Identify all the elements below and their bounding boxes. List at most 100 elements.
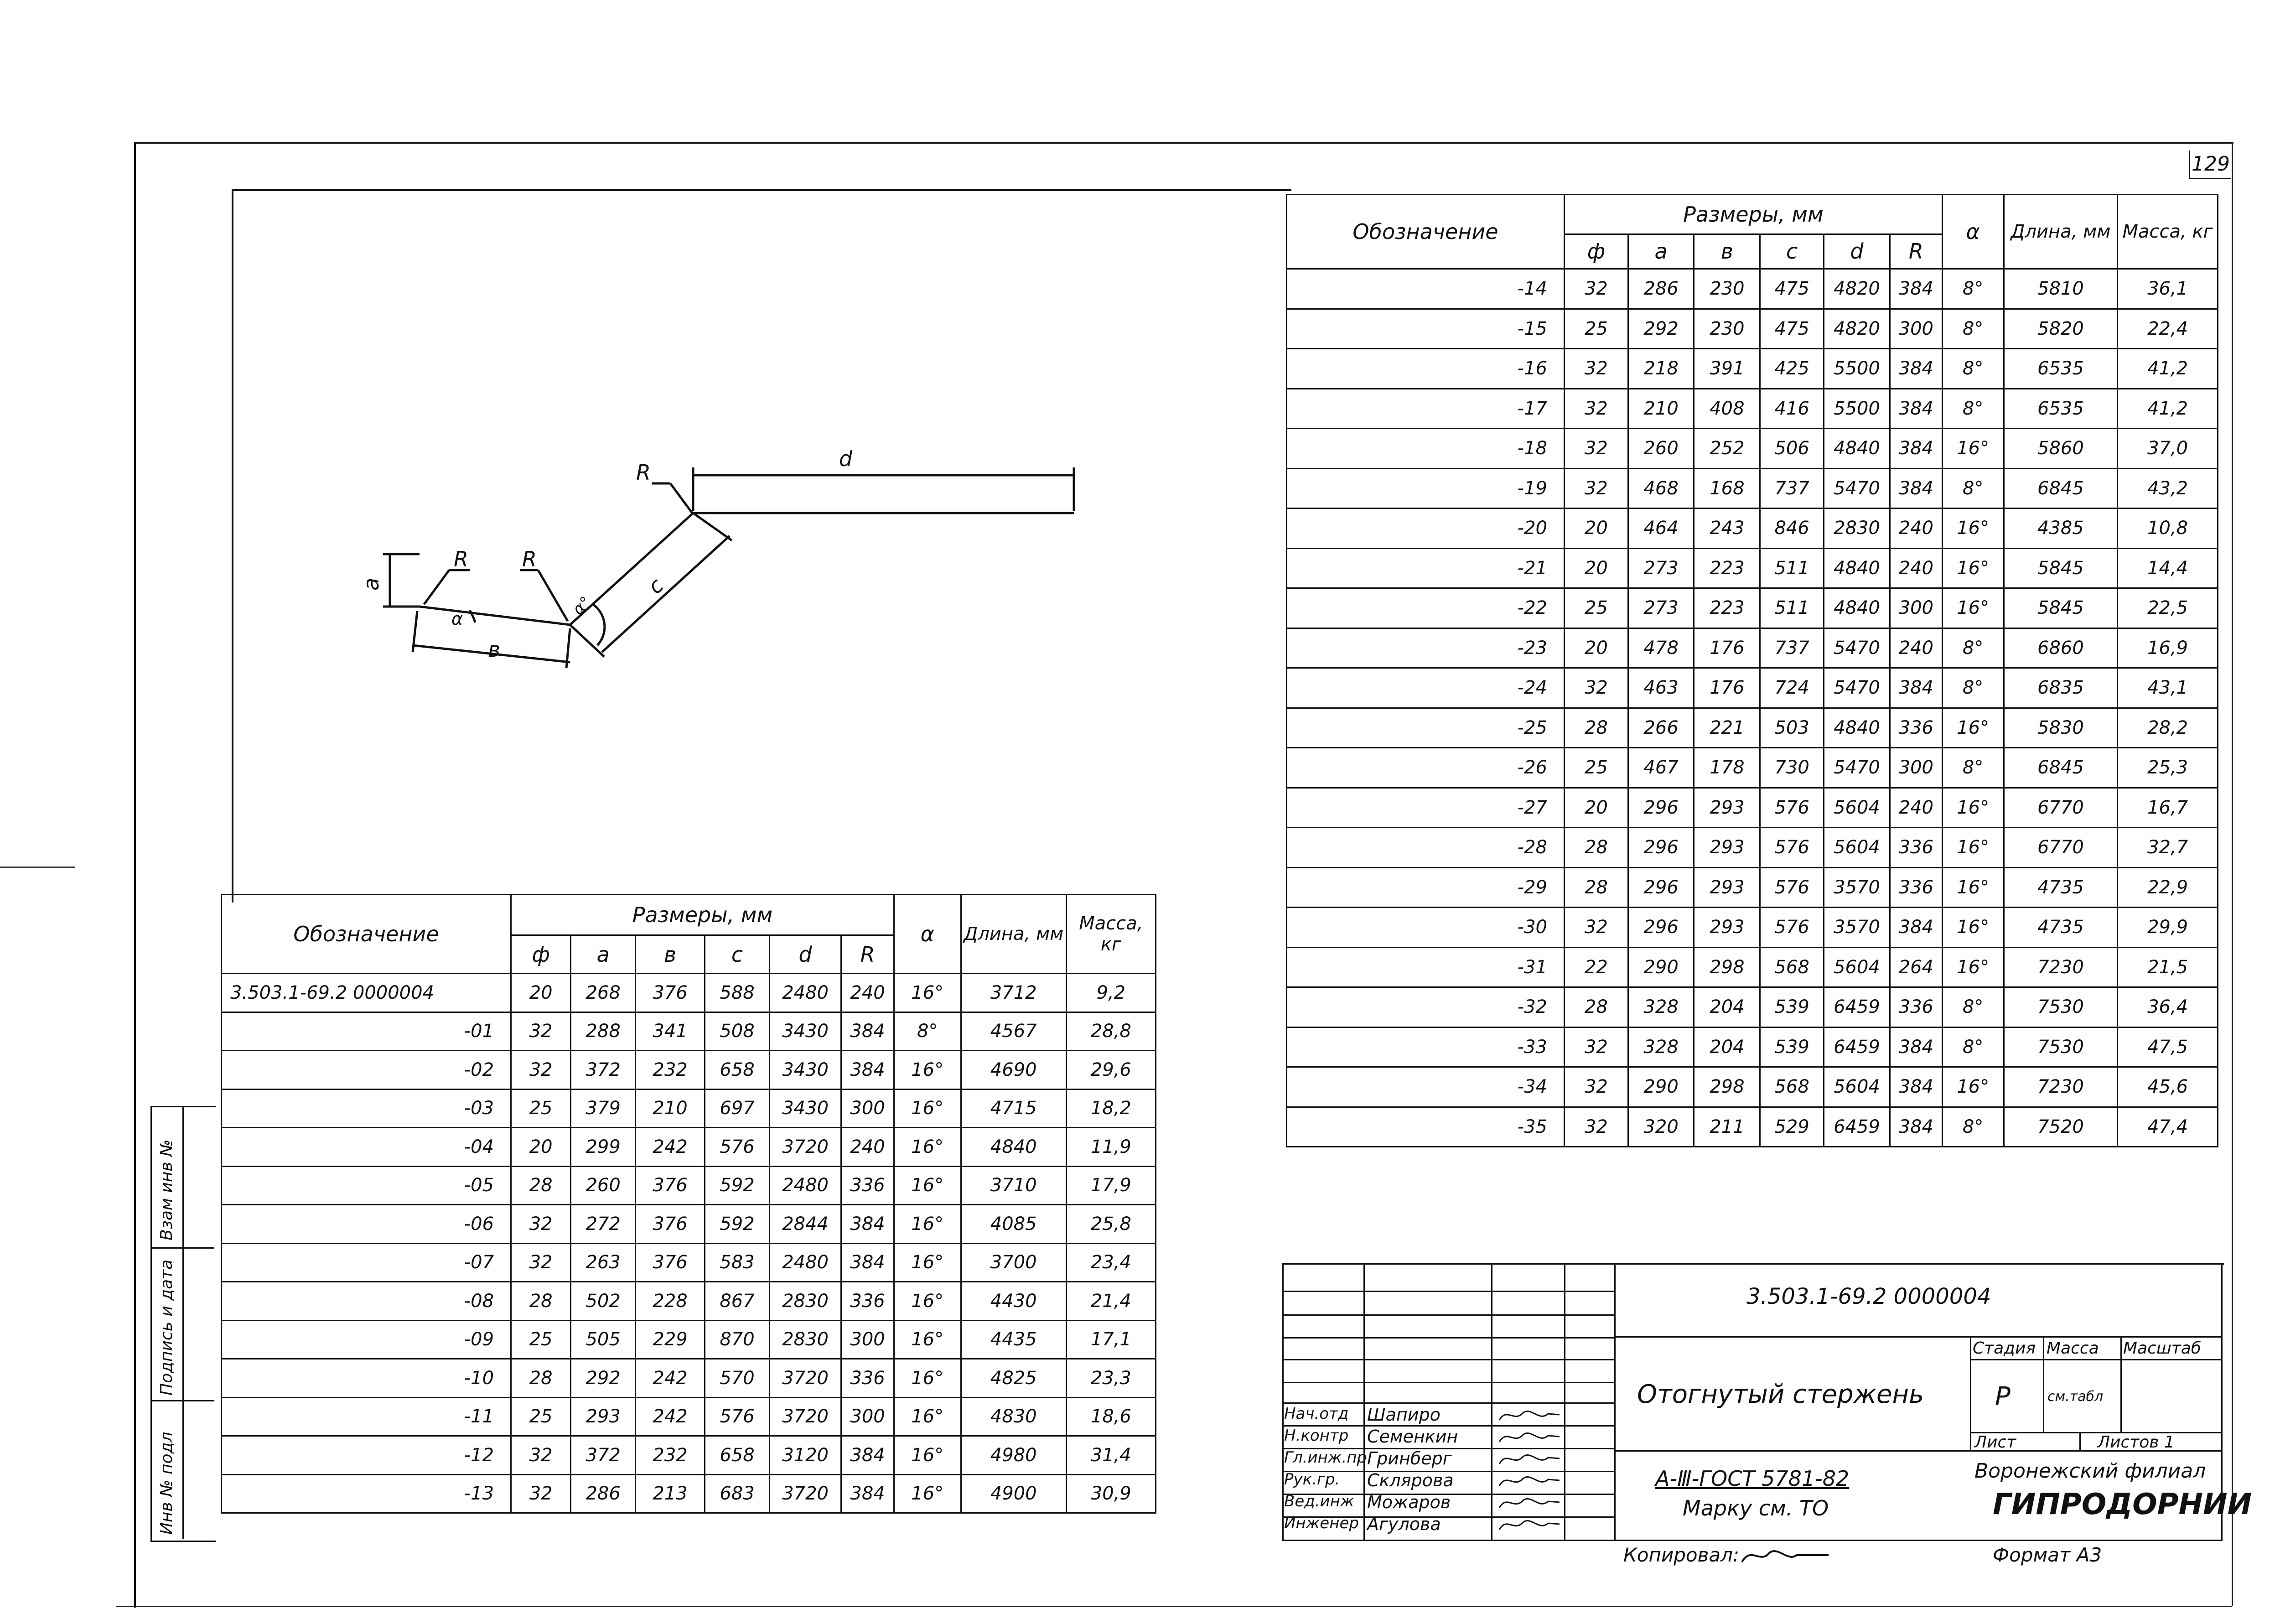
value-cell: 293 — [570, 1396, 636, 1437]
value-cell: 5604 — [1823, 827, 1891, 868]
signature-mark — [1498, 1432, 1560, 1442]
value-cell: 273 — [1627, 587, 1695, 629]
value-cell: 240 — [1889, 627, 1943, 669]
designation-cell: -01 — [220, 1011, 512, 1051]
value-cell: 28,8 — [1065, 1011, 1157, 1051]
value-cell: 22,4 — [2117, 308, 2218, 349]
value-cell: 8° — [1941, 348, 2005, 389]
value-cell: 210 — [634, 1088, 706, 1128]
value-cell: 2480 — [768, 1165, 842, 1205]
stamp-col-4 — [1614, 1263, 1616, 1540]
value-cell: 25 — [1564, 587, 1629, 629]
value-cell: 478 — [1627, 627, 1695, 669]
designation-cell: -07 — [220, 1242, 512, 1282]
designation-cell: -03 — [220, 1088, 512, 1128]
value-cell: 242 — [634, 1358, 706, 1398]
value-cell: 290 — [1627, 946, 1695, 988]
col-designation: Обозначение — [220, 894, 512, 974]
copyist-signature — [1741, 1550, 1829, 1563]
value-cell: 3430 — [768, 1050, 842, 1090]
value-cell: 2480 — [768, 973, 842, 1013]
value-cell: 36,4 — [2117, 986, 2218, 1028]
value-cell: 336 — [1889, 986, 1943, 1028]
value-cell: 539 — [1759, 1026, 1825, 1068]
value-cell: 47,4 — [2117, 1106, 2218, 1147]
value-cell: 20 — [1564, 508, 1629, 549]
label-r3: R — [636, 460, 651, 485]
value-cell: 20 — [1564, 547, 1629, 589]
value-cell: 576 — [1759, 827, 1825, 868]
value-cell: 298 — [1693, 1066, 1761, 1108]
value-cell: 464 — [1627, 508, 1695, 549]
value-cell: 28 — [1564, 986, 1629, 1028]
value-cell: 7520 — [2003, 1106, 2119, 1147]
value-cell: 5845 — [2003, 587, 2119, 629]
value-cell: 30,9 — [1065, 1474, 1157, 1514]
value-cell: 6770 — [2003, 787, 2119, 828]
value-cell: 8° — [1941, 308, 2005, 349]
value-cell: 176 — [1693, 627, 1761, 669]
value-cell: 8° — [1941, 747, 2005, 789]
value-cell: 28 — [1564, 866, 1629, 908]
value-cell: 230 — [1693, 268, 1761, 310]
value-cell: 384 — [840, 1050, 895, 1090]
value-cell: 16° — [1941, 508, 2005, 549]
value-cell: 505 — [570, 1319, 636, 1359]
value-cell: 213 — [634, 1474, 706, 1514]
value-cell: 16° — [1941, 866, 2005, 908]
value-cell: 204 — [1693, 1026, 1761, 1068]
stamp-right-row-2 — [1614, 1450, 2223, 1452]
value-cell: 17,9 — [1065, 1165, 1157, 1205]
value-cell: 10,8 — [2117, 508, 2218, 549]
value-cell: 228 — [634, 1281, 706, 1321]
value-cell: 508 — [704, 1011, 770, 1051]
table-subheader-row: ф a в c d R — [1287, 233, 2218, 270]
stamp-row-5 — [1282, 1382, 1614, 1383]
value-cell: 8° — [1941, 467, 2005, 509]
value-cell: 25 — [510, 1319, 572, 1359]
col-mass: Масса, кг — [1065, 894, 1157, 974]
brand-note: Марку см. ТО — [1683, 1496, 1829, 1520]
table-header-row: Обозначение Размеры, мм α Длина, мм Масс… — [1285, 194, 2218, 270]
designation-cell: -35 — [1285, 1106, 1565, 1147]
value-cell: 467 — [1627, 747, 1695, 789]
value-cell: 20 — [1564, 787, 1629, 828]
signature-mark — [1498, 1454, 1560, 1464]
value-cell: 8° — [1941, 627, 2005, 669]
value-cell: 425 — [1759, 348, 1825, 389]
value-cell: 16° — [893, 1474, 962, 1514]
value-cell: 16,9 — [2117, 627, 2218, 669]
value-cell: 168 — [1693, 467, 1761, 509]
value-cell: 22,5 — [2117, 587, 2218, 629]
signature-mark — [1498, 1498, 1560, 1508]
value-cell: 25,8 — [1065, 1204, 1157, 1244]
value-cell: 3570 — [1823, 907, 1891, 948]
col-b: в — [1693, 233, 1761, 270]
mass-label: Масса — [2047, 1339, 2099, 1358]
value-cell: 16° — [893, 1204, 962, 1244]
designation-cell: -32 — [1285, 986, 1565, 1028]
value-cell: 475 — [1759, 308, 1825, 349]
value-cell: 286 — [1627, 268, 1695, 310]
role-label: Инженер — [1284, 1514, 1359, 1532]
value-cell: 3120 — [768, 1435, 842, 1475]
value-cell: 32 — [510, 1011, 572, 1051]
value-cell: 16° — [893, 1281, 962, 1321]
signature-mark — [1498, 1411, 1560, 1421]
designation-cell: -20 — [1285, 508, 1565, 549]
value-cell: 4820 — [1823, 308, 1891, 349]
value-cell: 576 — [704, 1396, 770, 1437]
title-block-title: Отогнутый стержень — [1637, 1380, 1924, 1409]
value-cell: 5470 — [1823, 627, 1891, 669]
value-cell: 223 — [1693, 587, 1761, 629]
value-cell: 4840 — [1823, 547, 1891, 589]
sheet-label: Лист — [1974, 1433, 2016, 1452]
value-cell: 17,1 — [1065, 1319, 1157, 1359]
value-cell: 463 — [1627, 667, 1695, 709]
